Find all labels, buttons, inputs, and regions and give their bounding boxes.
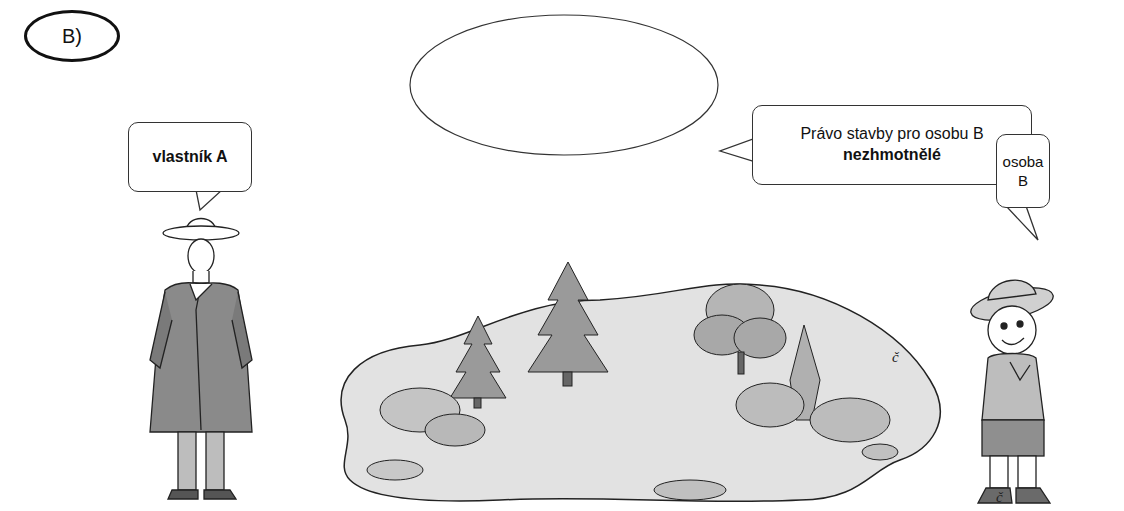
- land-plot: [341, 262, 940, 501]
- speech-bubble: osoba B: [996, 134, 1050, 208]
- artist-mark: č: [892, 350, 899, 365]
- callout-text: nezhmotnělé: [843, 145, 941, 166]
- callout-text: osoba B: [1003, 152, 1044, 191]
- boy-figure: [968, 280, 1056, 503]
- speech-bubble: Právo stavby pro osobu Bnezhmotnělé: [752, 105, 1032, 185]
- man-figure: [150, 219, 252, 500]
- callout-tail: [1006, 206, 1038, 240]
- label-circle: B): [24, 10, 120, 62]
- panel-letter: B): [62, 23, 82, 49]
- callout-tail: [196, 190, 222, 210]
- artist-mark: č: [996, 490, 1003, 505]
- callout-tail: [720, 138, 756, 162]
- callout-text: vlastník A: [153, 147, 228, 168]
- speech-bubble: vlastník A: [128, 122, 252, 192]
- empty-ellipse: [410, 15, 718, 155]
- callout-text: Právo stavby pro osobu B: [800, 124, 983, 145]
